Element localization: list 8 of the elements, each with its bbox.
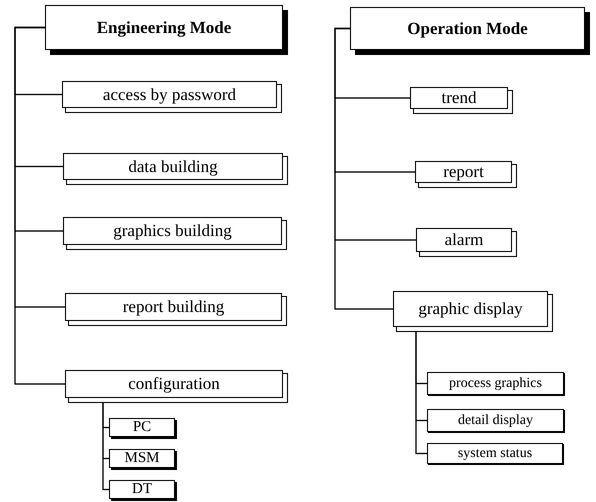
menu-item-box: detail display [427,409,564,432]
menu-item-box: system status [427,443,563,464]
menu-item-box: DT [109,480,175,499]
menu-item-box: PC [109,418,175,437]
menu-item-box: MSM [109,449,175,468]
connector-line [14,26,65,385]
connector-line [334,28,393,310]
menu-item-box: process graphics [427,372,564,395]
